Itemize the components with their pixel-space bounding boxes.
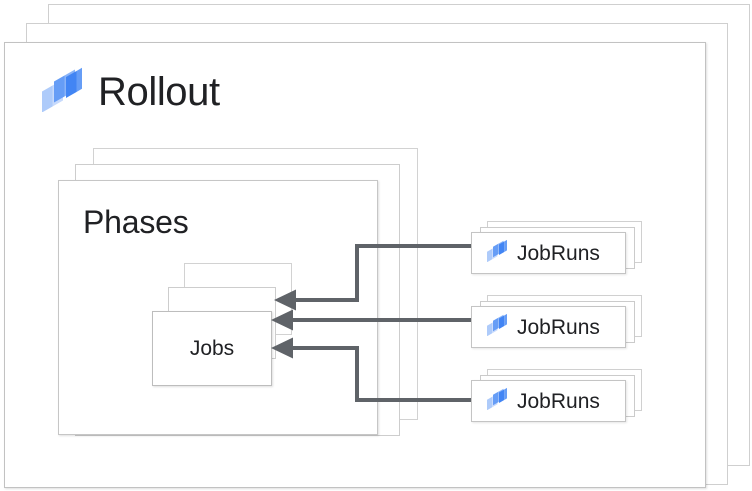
jobs-card-front: Jobs [152,311,272,386]
jobruns-card-front: JobRuns [471,306,626,348]
cloud-deploy-logo-icon [40,66,84,117]
phases-title: Phases [83,204,189,240]
jobruns-label: JobRuns [517,389,600,413]
rollout-title: Rollout [98,69,220,114]
rollout-header: Rollout [40,66,220,117]
jobruns-label: JobRuns [517,241,600,265]
cloud-deploy-logo-icon [486,313,508,341]
cloud-deploy-logo-icon [486,387,508,415]
jobruns-label: JobRuns [517,315,600,339]
jobruns-card-front: JobRuns [471,232,626,274]
jobs-label: Jobs [189,337,235,360]
jobruns-card-front: JobRuns [471,380,626,422]
cloud-deploy-logo-icon [486,239,508,267]
